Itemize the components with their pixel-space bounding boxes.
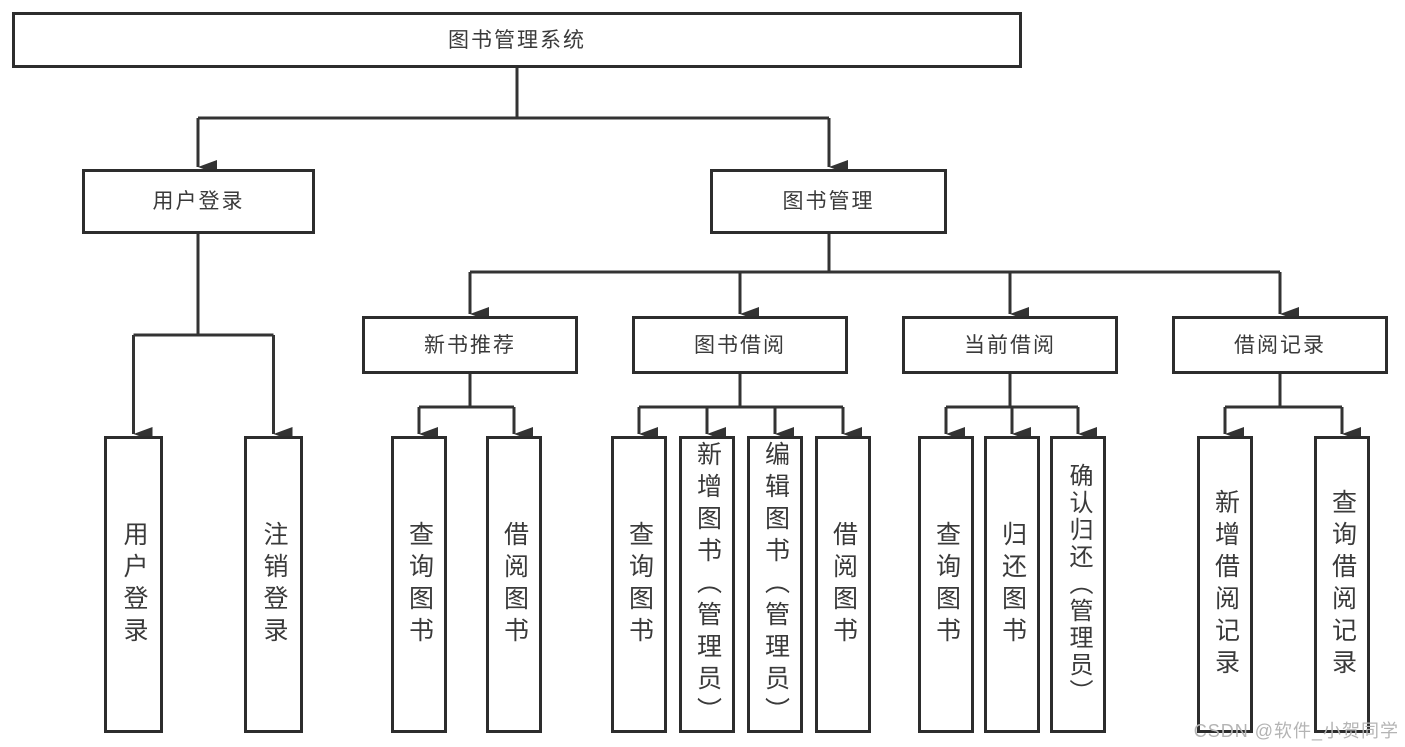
leaf-logout: 注销登录 <box>244 436 303 733</box>
leaf-label: 编辑图书（管理员） <box>761 440 790 729</box>
leaf-label: 查询图书 <box>625 520 654 649</box>
leaf-label: 确认归还（管理员） <box>1065 463 1092 706</box>
node-label: 图书管理系统 <box>448 28 586 52</box>
node-label: 图书借阅 <box>694 333 786 357</box>
leaf-add-borrow-record: 新增借阅记录 <box>1197 436 1253 733</box>
node-user-login: 用户登录 <box>82 169 315 234</box>
node-label: 借阅记录 <box>1234 333 1326 357</box>
leaf-label: 归还图书 <box>998 520 1027 649</box>
node-label: 用户登录 <box>152 190 245 213</box>
leaf-query-books-recommend: 查询图书 <box>391 436 447 733</box>
leaf-borrow-books: 借阅图书 <box>815 436 871 733</box>
node-borrowing-records: 借阅记录 <box>1172 316 1388 374</box>
node-label: 图书管理 <box>782 190 875 213</box>
leaf-label: 借阅图书 <box>500 520 529 649</box>
leaf-query-books-borrowing: 查询图书 <box>611 436 667 733</box>
leaf-label: 查询图书 <box>932 520 961 649</box>
node-current-borrowing: 当前借阅 <box>902 316 1118 374</box>
leaf-query-books-current: 查询图书 <box>918 436 974 733</box>
leaf-label: 新增图书（管理员） <box>693 440 722 729</box>
leaf-label: 新增借阅记录 <box>1211 488 1240 681</box>
node-book-borrowing: 图书借阅 <box>632 316 848 374</box>
leaf-confirm-return-admin: 确认归还（管理员） <box>1050 436 1106 733</box>
leaf-user-login: 用户登录 <box>104 436 163 733</box>
leaf-edit-book-admin: 编辑图书（管理员） <box>747 436 803 733</box>
leaf-label: 查询借阅记录 <box>1328 488 1357 681</box>
leaf-label: 注销登录 <box>260 520 288 649</box>
leaf-return-books: 归还图书 <box>984 436 1040 733</box>
csdn-watermark: CSDN @软件_小贺同学 <box>1193 721 1399 741</box>
leaf-label: 查询图书 <box>405 520 434 649</box>
node-label: 新书推荐 <box>424 333 516 357</box>
node-book-management-system: 图书管理系统 <box>12 12 1022 68</box>
leaf-label: 用户登录 <box>120 520 148 649</box>
node-label: 当前借阅 <box>964 333 1056 357</box>
node-new-book-recommendation: 新书推荐 <box>362 316 578 374</box>
leaf-add-book-admin: 新增图书（管理员） <box>679 436 735 733</box>
node-book-management: 图书管理 <box>710 169 947 234</box>
leaf-query-borrow-record: 查询借阅记录 <box>1314 436 1370 733</box>
leaf-label: 借阅图书 <box>829 520 858 649</box>
leaf-borrow-books-recommend: 借阅图书 <box>486 436 542 733</box>
